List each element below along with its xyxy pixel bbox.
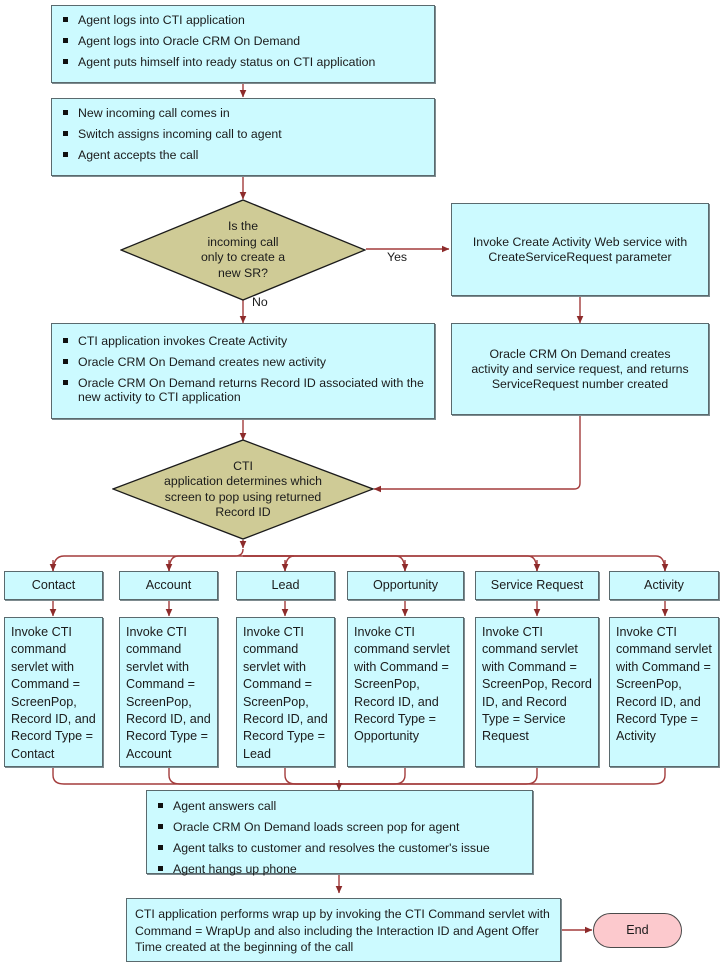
branch-body-text: Invoke CTI command servlet with Command … [126,625,211,761]
list-item: Agent answers call [156,799,523,813]
bullet-square-icon [63,152,68,157]
bullet-square-icon [63,131,68,136]
node-agent-answers-call: Agent answers call Oracle CRM On Demand … [146,790,533,876]
list-item: Agent puts himself into ready status on … [61,55,425,69]
bullet-text: Agent accepts the call [78,148,199,162]
branch-body-opportunity: Invoke CTI command servlet with Command … [347,617,464,767]
branch-body-activity: Invoke CTI command servlet with Command … [609,617,719,767]
bullet-text: Agent answers call [173,799,277,813]
branch-header-contact[interactable]: Contact [4,571,103,600]
bullet-square-icon [158,866,163,871]
bullet-list: New incoming call comes in Switch assign… [61,106,425,162]
decision-shape [120,199,366,301]
list-item: Oracle CRM On Demand creates new activit… [61,355,425,369]
branch-body-service-request: Invoke CTI command servlet with Command … [475,617,599,767]
end-label: End [626,923,649,937]
node-decision-screen-pop: CTI application determines which screen … [112,439,374,540]
branch-body-text: Invoke CTI command servlet with Command … [11,625,96,761]
bullet-square-icon [63,17,68,22]
branch-header-label: Activity [644,578,684,592]
branch-body-account: Invoke CTI command servlet with Command … [119,617,218,767]
branch-header-opportunity[interactable]: Opportunity [347,571,464,600]
branch-header-account[interactable]: Account [119,571,218,600]
bullet-list: Agent answers call Oracle CRM On Demand … [156,799,523,876]
bullet-text: Agent logs into Oracle CRM On Demand [78,34,301,48]
edge-crmod-to-decision-pop [373,415,581,493]
bullet-list: CTI application invokes Create Activity … [61,334,425,404]
bullet-square-icon [63,338,68,343]
decision-label: Is the incoming call only to create a ne… [200,219,286,280]
bullet-square-icon [158,803,163,808]
bullet-square-icon [158,824,163,829]
bullet-text: Oracle CRM On Demand returns Record ID a… [78,376,424,404]
list-item: Agent hangs up phone [156,862,523,876]
branch-body-text: Invoke CTI command servlet with Command … [354,625,450,744]
list-item: Oracle CRM On Demand returns Record ID a… [61,376,425,404]
list-item: Agent logs into Oracle CRM On Demand [61,34,425,48]
branch-header-service-request[interactable]: Service Request [475,571,599,600]
edge-label-no: No [252,295,268,309]
list-item: Switch assigns incoming call to agent [61,127,425,141]
bullet-text: Agent talks to customer and resolves the… [173,841,490,855]
decision-label: CTI application determines which screen … [164,458,322,520]
node-text: Oracle CRM On Demand creates activity an… [471,346,689,391]
bullet-text: Agent puts himself into ready status on … [78,55,376,69]
branch-header-label: Opportunity [372,578,439,592]
bullet-text: Agent hangs up phone [173,862,297,876]
node-cti-wrapup: CTI application performs wrap up by invo… [126,898,561,962]
bullet-text: Agent logs into CTI application [78,13,245,27]
node-agent-login: Agent logs into CTI application Agent lo… [51,5,435,83]
bullet-text: Oracle CRM On Demand creates new activit… [78,355,327,369]
bullet-square-icon [63,59,68,64]
edge-header-to-body [49,600,669,617]
bullet-square-icon [63,38,68,43]
branch-header-label: Service Request [490,578,584,592]
list-item: CTI application invokes Create Activity [61,334,425,348]
edge-fanin-bus [52,767,666,785]
node-cti-create-activity: CTI application invokes Create Activity … [51,323,435,419]
edge-fanout-bus [52,548,666,573]
bullet-text: Switch assigns incoming call to agent [78,127,282,141]
branch-body-text: Invoke CTI command servlet with Command … [616,625,712,744]
branch-body-lead: Invoke CTI command servlet with Command … [236,617,335,767]
node-text: CTI application performs wrap up by invo… [135,907,550,954]
node-text: Invoke Create Activity Web service with … [472,234,688,264]
node-incoming-call: New incoming call comes in Switch assign… [51,98,435,176]
bullet-text: CTI application invokes Create Activity [78,334,288,348]
branch-header-label: Contact [31,578,76,592]
bullet-text: Oracle CRM On Demand loads screen pop fo… [173,820,460,834]
bullet-square-icon [63,110,68,115]
bullet-square-icon [63,380,68,385]
edge-label-yes: Yes [387,250,408,264]
list-item: Oracle CRM On Demand loads screen pop fo… [156,820,523,834]
bullet-square-icon [63,359,68,364]
bullet-square-icon [158,845,163,850]
branch-header-label: Lead [271,578,300,592]
branch-header-label: Account [145,578,192,592]
branch-header-activity[interactable]: Activity [609,571,719,600]
list-item: Agent talks to customer and resolves the… [156,841,523,855]
list-item: New incoming call comes in [61,106,425,120]
list-item: Agent accepts the call [61,148,425,162]
bullet-list: Agent logs into CTI application Agent lo… [61,13,425,69]
branch-header-lead[interactable]: Lead [236,571,335,600]
node-invoke-create-activity-ws: Invoke Create Activity Web service with … [451,203,709,296]
branch-body-text: Invoke CTI command servlet with Command … [482,625,592,744]
branch-body-text: Invoke CTI command servlet with Command … [243,625,328,761]
list-item: Agent logs into CTI application [61,13,425,27]
branch-body-contact: Invoke CTI command servlet with Command … [4,617,103,767]
decision-shape [112,439,374,540]
node-end-terminator: End [593,913,682,948]
edge-fanout-drops [49,560,669,572]
bullet-text: New incoming call comes in [78,106,230,120]
node-decision-new-sr: Is the incoming call only to create a ne… [120,199,366,301]
node-crmod-creates-activity-sr: Oracle CRM On Demand creates activity an… [451,323,709,415]
